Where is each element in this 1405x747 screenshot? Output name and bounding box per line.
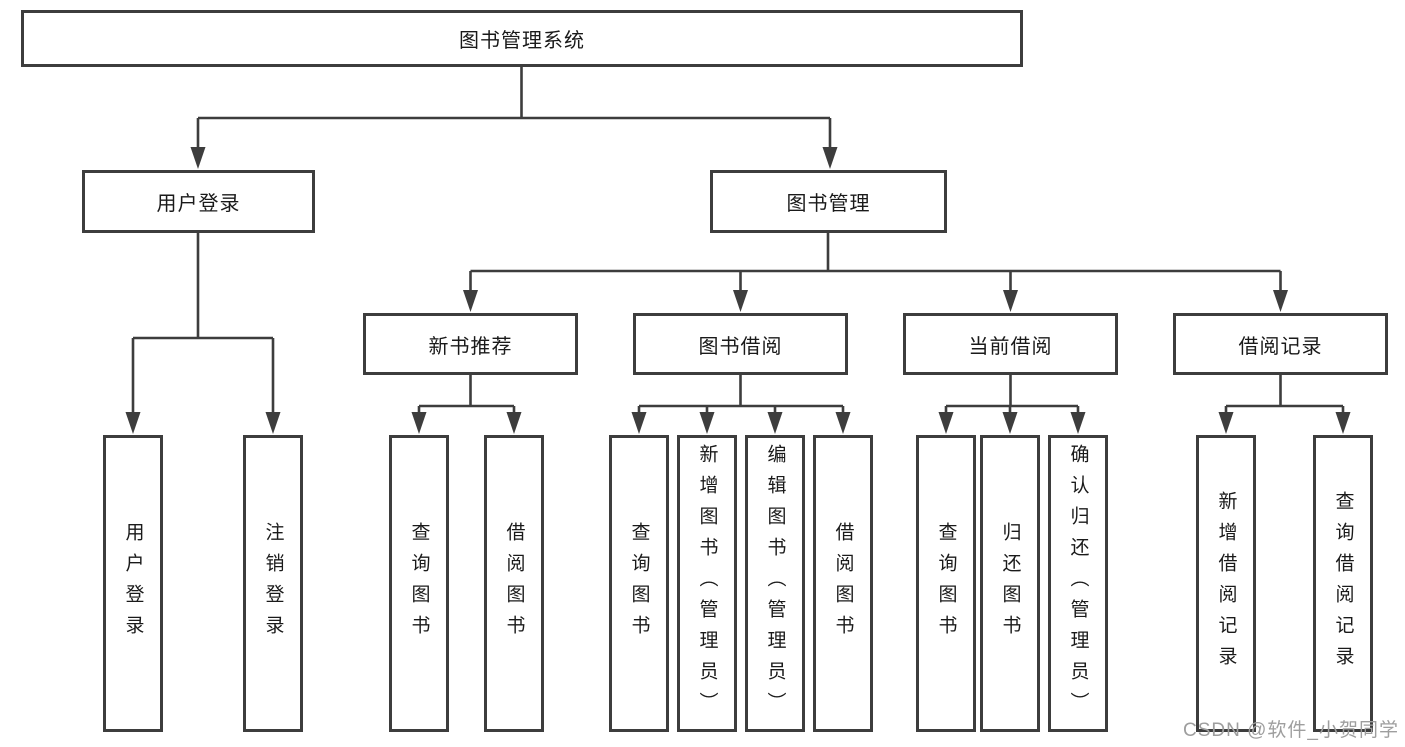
leaf-query-borrow-record: 查询借阅记录	[1313, 435, 1373, 732]
node-borrow-records: 借阅记录	[1173, 313, 1388, 375]
csdn-watermark: CSDN @软件_小贺同学	[1183, 720, 1399, 741]
leaf-borrow-books: 借阅图书	[813, 435, 873, 732]
leaf-borrow-books-recommend-label: 借阅图书	[503, 521, 525, 646]
leaf-query-books-borrowing-label: 查询图书	[628, 521, 650, 646]
node-book-management-label: 图书管理	[786, 193, 871, 215]
leaf-return-books: 归还图书	[980, 435, 1040, 732]
leaf-query-books-current-label: 查询图书	[935, 521, 957, 646]
node-borrow-records-label: 借阅记录	[1238, 335, 1323, 358]
leaf-add-borrow-record: 新增借阅记录	[1196, 435, 1256, 732]
node-current-borrowing: 当前借阅	[903, 313, 1118, 375]
leaf-user-login-label: 用户登录	[122, 521, 144, 646]
leaf-user-login: 用户登录	[103, 435, 163, 732]
leaf-edit-book-admin-label: 编辑图书（管理员）	[764, 444, 786, 723]
node-library-system: 图书管理系统	[21, 10, 1023, 67]
leaf-borrow-books-recommend: 借阅图书	[484, 435, 544, 732]
node-book-borrowing: 图书借阅	[633, 313, 848, 375]
leaf-confirm-return-admin: 确认归还（管理员）	[1048, 435, 1108, 732]
node-user-login: 用户登录	[82, 170, 315, 233]
node-new-book-recommend: 新书推荐	[363, 313, 578, 375]
leaf-query-books-recommend: 查询图书	[389, 435, 449, 732]
node-book-management: 图书管理	[710, 170, 947, 233]
leaf-return-books-label: 归还图书	[999, 521, 1021, 646]
leaf-query-borrow-record-label: 查询借阅记录	[1332, 490, 1354, 677]
leaf-add-book-admin-label: 新增图书（管理员）	[696, 444, 718, 723]
leaf-add-book-admin: 新增图书（管理员）	[677, 435, 737, 732]
leaf-borrow-books-label: 借阅图书	[832, 521, 854, 646]
node-current-borrowing-label: 当前借阅	[968, 335, 1053, 358]
leaf-query-books-borrowing: 查询图书	[609, 435, 669, 732]
leaf-logout: 注销登录	[243, 435, 303, 732]
leaf-query-books-recommend-label: 查询图书	[408, 521, 430, 646]
leaf-confirm-return-admin-label: 确认归还（管理员）	[1067, 444, 1089, 723]
node-new-book-recommend-label: 新书推荐	[428, 335, 513, 358]
leaf-add-borrow-record-label: 新增借阅记录	[1215, 490, 1237, 677]
leaf-logout-label: 注销登录	[262, 521, 284, 646]
node-library-system-label: 图书管理系统	[459, 30, 585, 52]
leaf-query-books-current: 查询图书	[916, 435, 976, 732]
leaf-edit-book-admin: 编辑图书（管理员）	[745, 435, 805, 732]
node-user-login-label: 用户登录	[156, 193, 241, 215]
node-book-borrowing-label: 图书借阅	[698, 335, 783, 358]
